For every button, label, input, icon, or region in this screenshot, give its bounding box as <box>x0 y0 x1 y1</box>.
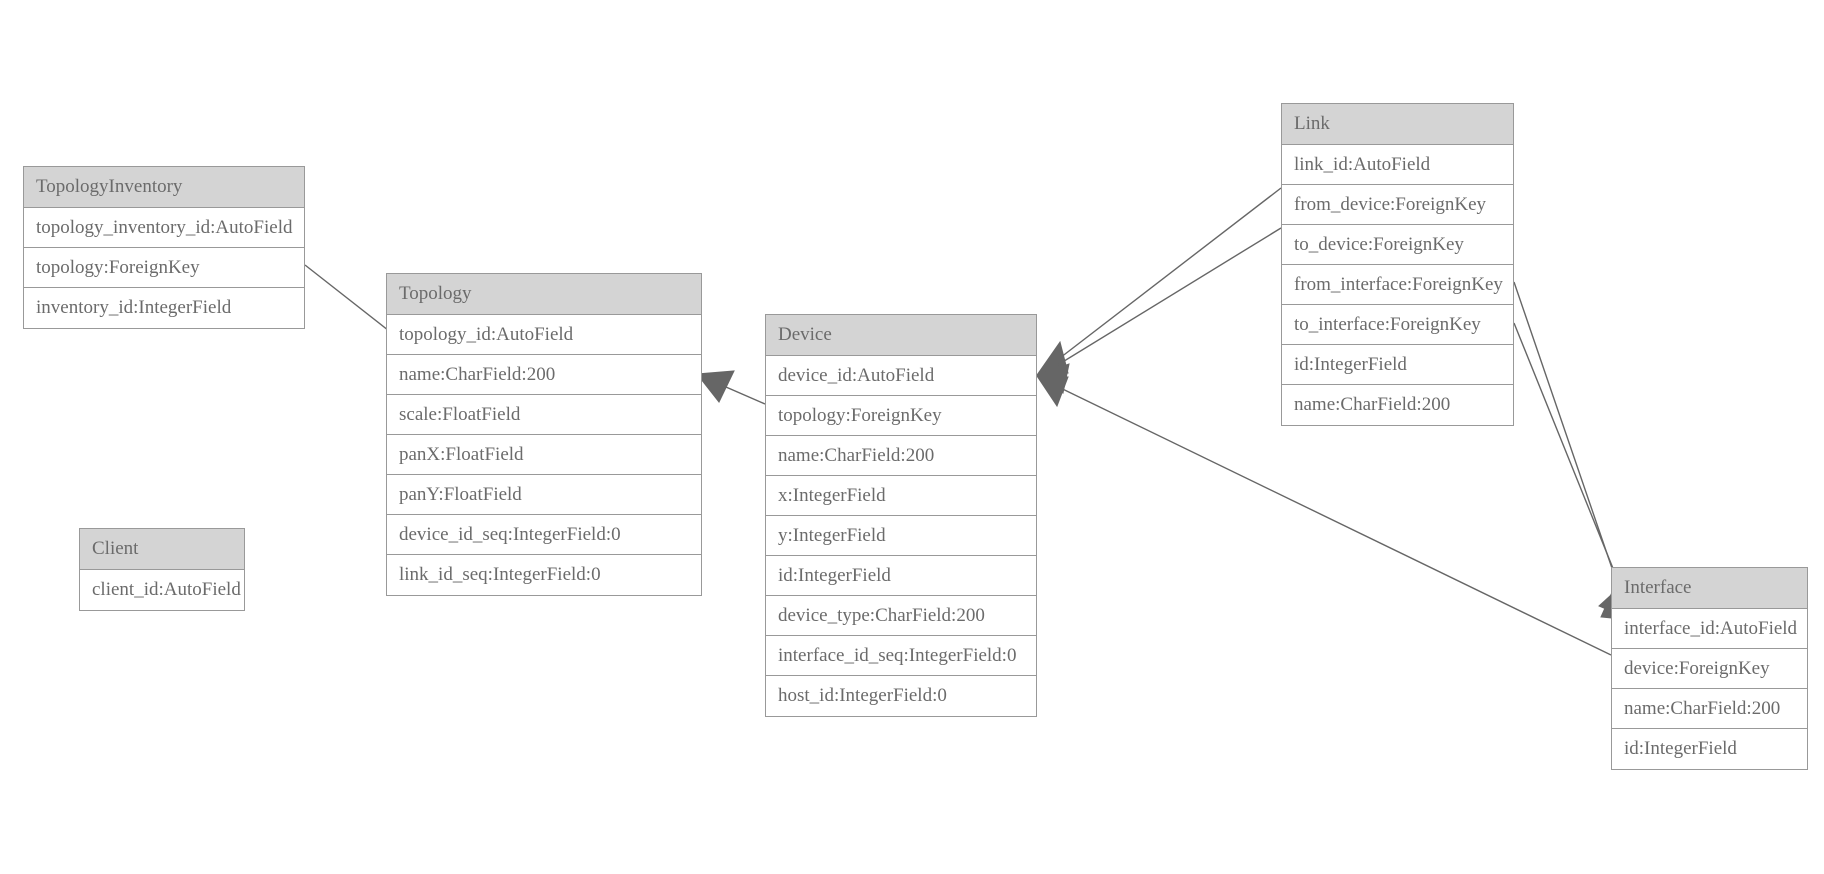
entity-field-row[interactable]: panX:FloatField <box>387 435 701 475</box>
relationship-arrowhead <box>696 370 735 403</box>
entity-field-row[interactable]: from_device:ForeignKey <box>1282 185 1513 225</box>
entity-title-topology: Topology <box>387 274 701 315</box>
entity-field-row[interactable]: name:CharField:200 <box>1282 385 1513 425</box>
entity-field-row[interactable]: topology:ForeignKey <box>24 248 304 288</box>
entity-field-row[interactable]: id:IntegerField <box>766 556 1036 596</box>
entity-field-row[interactable]: x:IntegerField <box>766 476 1036 516</box>
entity-field-row[interactable]: device_id_seq:IntegerField:0 <box>387 515 701 555</box>
entity-title-device: Device <box>766 315 1036 356</box>
entity-field-row[interactable]: link_id_seq:IntegerField:0 <box>387 555 701 595</box>
entity-field-row[interactable]: link_id:AutoField <box>1282 145 1513 185</box>
entity-field-row[interactable]: inventory_id:IntegerField <box>24 288 304 328</box>
entity-field-row[interactable]: topology_inventory_id:AutoField <box>24 208 304 248</box>
entity-field-row[interactable]: id:IntegerField <box>1282 345 1513 385</box>
entity-field-row[interactable]: name:CharField:200 <box>1612 689 1807 729</box>
entity-field-row[interactable]: to_device:ForeignKey <box>1282 225 1513 265</box>
entity-field-row[interactable]: device_type:CharField:200 <box>766 596 1036 636</box>
entity-field-row[interactable]: topology_id:AutoField <box>387 315 701 355</box>
entity-field-row[interactable]: y:IntegerField <box>766 516 1036 556</box>
entity-field-row[interactable]: device:ForeignKey <box>1612 649 1807 689</box>
entity-title-client: Client <box>80 529 244 570</box>
entity-field-row[interactable]: scale:FloatField <box>387 395 701 435</box>
relationship-line <box>1042 187 1282 372</box>
entity-field-row[interactable]: id:IntegerField <box>1612 729 1807 769</box>
entity-title-interface: Interface <box>1612 568 1807 609</box>
relationship-arrowhead <box>1036 375 1069 408</box>
entity-title-link: Link <box>1282 104 1513 145</box>
entity-field-row[interactable]: host_id:IntegerField:0 <box>766 676 1036 716</box>
entity-field-row[interactable]: interface_id:AutoField <box>1612 609 1807 649</box>
relationship-line <box>702 376 766 405</box>
relationship-link-from-device-to-device <box>1035 187 1282 376</box>
relationship-arrowhead <box>1035 363 1070 394</box>
entity-field-row[interactable]: to_interface:ForeignKey <box>1282 305 1513 345</box>
relationship-device-to-topology <box>696 370 766 405</box>
entity-field-row[interactable]: topology:ForeignKey <box>766 396 1036 436</box>
entity-field-row[interactable]: client_id:AutoField <box>80 570 244 610</box>
entity-title-topology-inventory: TopologyInventory <box>24 167 304 208</box>
entity-field-row[interactable]: panY:FloatField <box>387 475 701 515</box>
entity-field-row[interactable]: interface_id_seq:IntegerField:0 <box>766 636 1036 676</box>
relationship-link-to-device-to-device <box>1035 227 1282 394</box>
relationship-line <box>1513 281 1628 613</box>
entity-field-row[interactable]: from_interface:ForeignKey <box>1282 265 1513 305</box>
entity-field-row[interactable]: device_id:AutoField <box>766 356 1036 396</box>
relationship-line <box>1042 227 1282 375</box>
entity-field-row[interactable]: name:CharField:200 <box>387 355 701 395</box>
entity-field-row[interactable]: name:CharField:200 <box>766 436 1036 476</box>
relationship-arrowhead <box>1035 340 1069 376</box>
